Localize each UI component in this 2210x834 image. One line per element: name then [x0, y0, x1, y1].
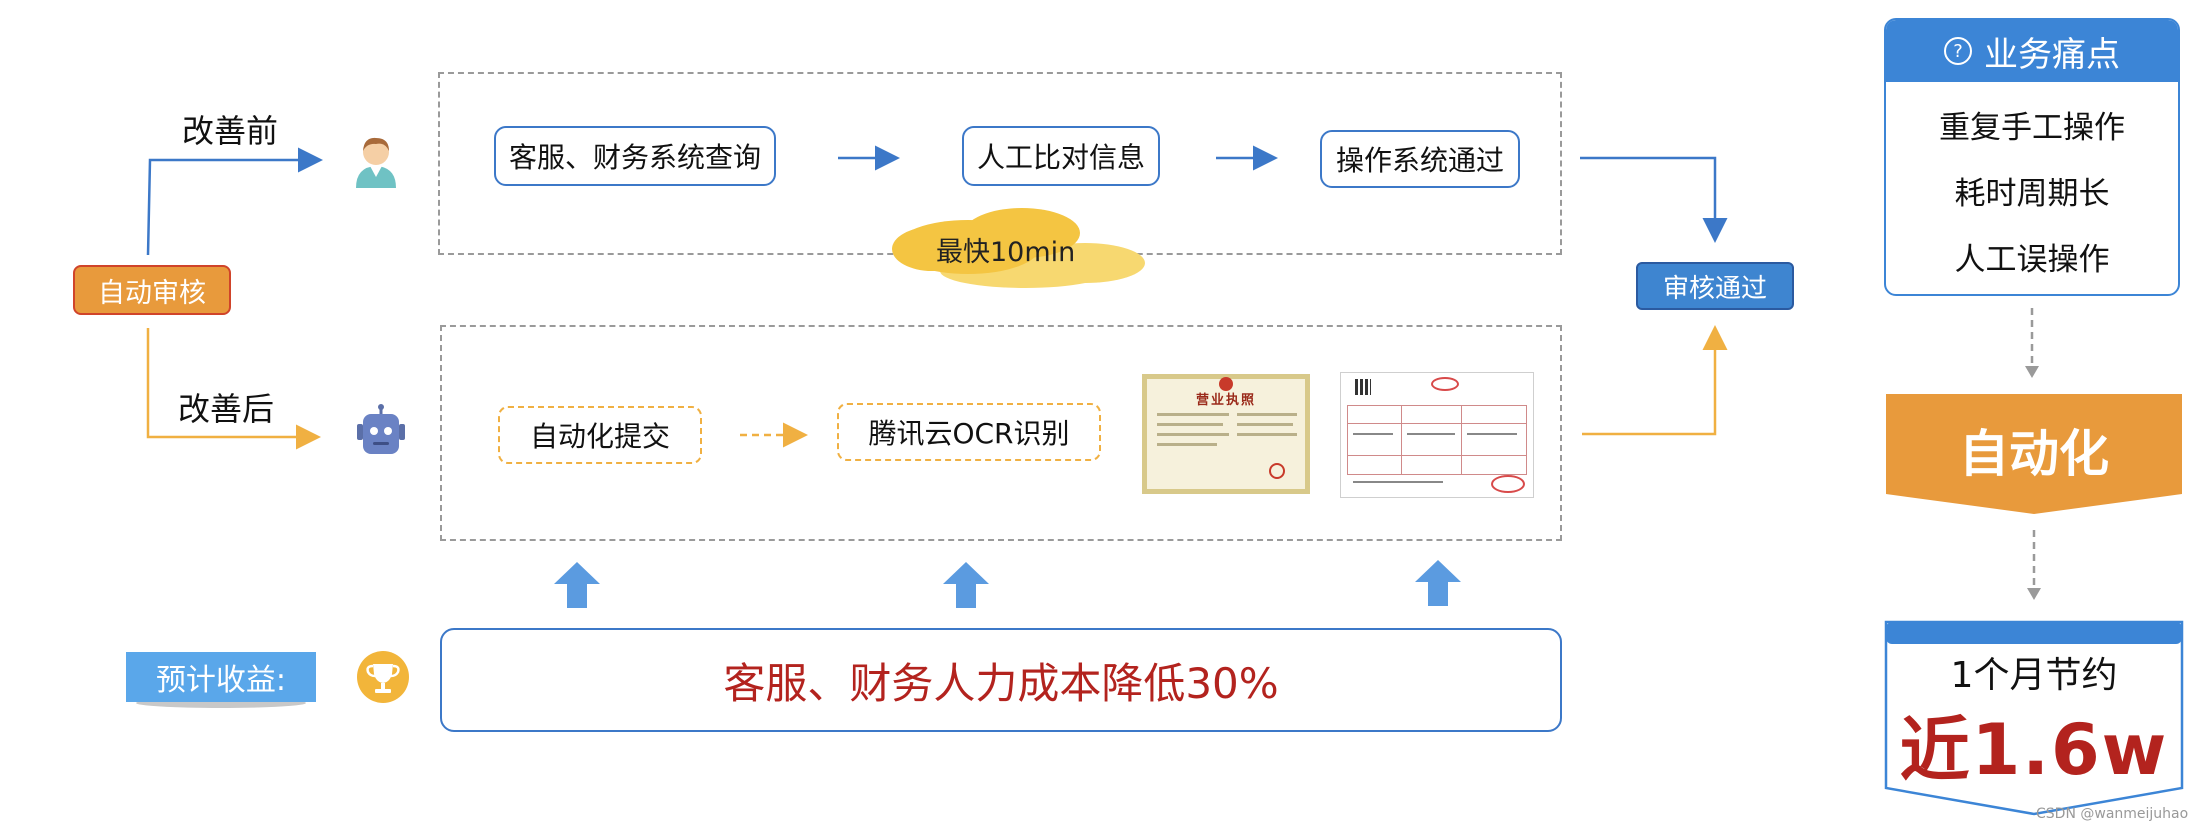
before-step-1: 客服、财务系统查询 — [494, 126, 776, 186]
benefit-tag-label: 预计收益: — [155, 663, 287, 698]
savings-line-2: 近1.6w — [1899, 709, 2169, 791]
up-arrow-icon — [554, 562, 600, 608]
person-icon — [356, 137, 396, 188]
start-node: 自动审核 — [73, 265, 231, 315]
before-step-2-label: 人工比对信息 — [976, 141, 1145, 174]
help-circle-icon: ? — [1944, 37, 1972, 65]
savings-line-1: 1个月节约 — [1950, 655, 2118, 696]
invoice-image — [1340, 372, 1534, 498]
automation-banner-shape — [1886, 394, 2182, 514]
robot-icon — [357, 404, 405, 454]
after-step-2: 腾讯云OCR识别 — [837, 403, 1101, 461]
qr-code-icon — [1355, 379, 1371, 395]
watermark: CSDN @wanmeijuhao — [2036, 806, 2189, 822]
pain-point-item: 耗时周期长 — [1954, 176, 2110, 212]
emblem-icon — [1219, 377, 1233, 391]
up-arrow-icon — [1415, 560, 1461, 606]
benefit-tag-shadow — [136, 698, 306, 708]
connector-before-result — [1580, 156, 1728, 243]
fastest-time-label: 最快10min — [936, 237, 1076, 268]
pain-points-title: 业务痛点 — [1984, 34, 2120, 75]
after-step-2-label: 腾讯云OCR识别 — [868, 417, 1070, 450]
pain-points-header: ? 业务痛点 — [1886, 20, 2178, 82]
license-seal — [1269, 463, 1285, 479]
connector-after-result — [1582, 325, 1728, 436]
pain-point-item: 人工误操作 — [1954, 242, 2110, 278]
after-process-panel — [440, 325, 1562, 541]
start-node-label: 自动审核 — [98, 277, 206, 309]
before-step-1-label: 客服、财务系统查询 — [508, 141, 761, 174]
up-arrow-icon — [943, 562, 989, 608]
pain-point-item: 重复手工操作 — [1939, 110, 2125, 146]
after-step-1-label: 自动化提交 — [529, 420, 670, 453]
result-node-label: 审核通过 — [1662, 273, 1767, 304]
license-title: 营业执照 — [1195, 393, 1256, 408]
before-step-2: 人工比对信息 — [962, 126, 1160, 186]
before-label: 改善前 — [182, 112, 279, 150]
invoice-seal — [1431, 377, 1459, 391]
before-step-3-label: 操作系统通过 — [1335, 144, 1504, 177]
benefit-tag: 预计收益: — [126, 652, 316, 702]
benefit-text: 客服、财务人力成本降低30% — [723, 658, 1279, 708]
benefit-box: 客服、财务人力成本降低30% — [440, 628, 1562, 732]
automation-label: 自动化 — [1959, 425, 2109, 483]
cloud-shape — [892, 208, 1145, 288]
after-step-1: 自动化提交 — [498, 406, 702, 464]
business-license-image: 营业执照 — [1142, 374, 1310, 494]
connector-before — [146, 147, 323, 256]
pain-points-card: ? 业务痛点 重复手工操作 耗时周期长 人工误操作 — [1884, 18, 2180, 296]
result-node: 审核通过 — [1636, 262, 1794, 310]
savings-card-shape — [1884, 620, 2184, 816]
trophy-icon — [357, 651, 409, 703]
invoice-stamp — [1491, 475, 1525, 493]
before-step-3: 操作系统通过 — [1320, 130, 1520, 188]
after-label: 改善后 — [178, 390, 275, 428]
